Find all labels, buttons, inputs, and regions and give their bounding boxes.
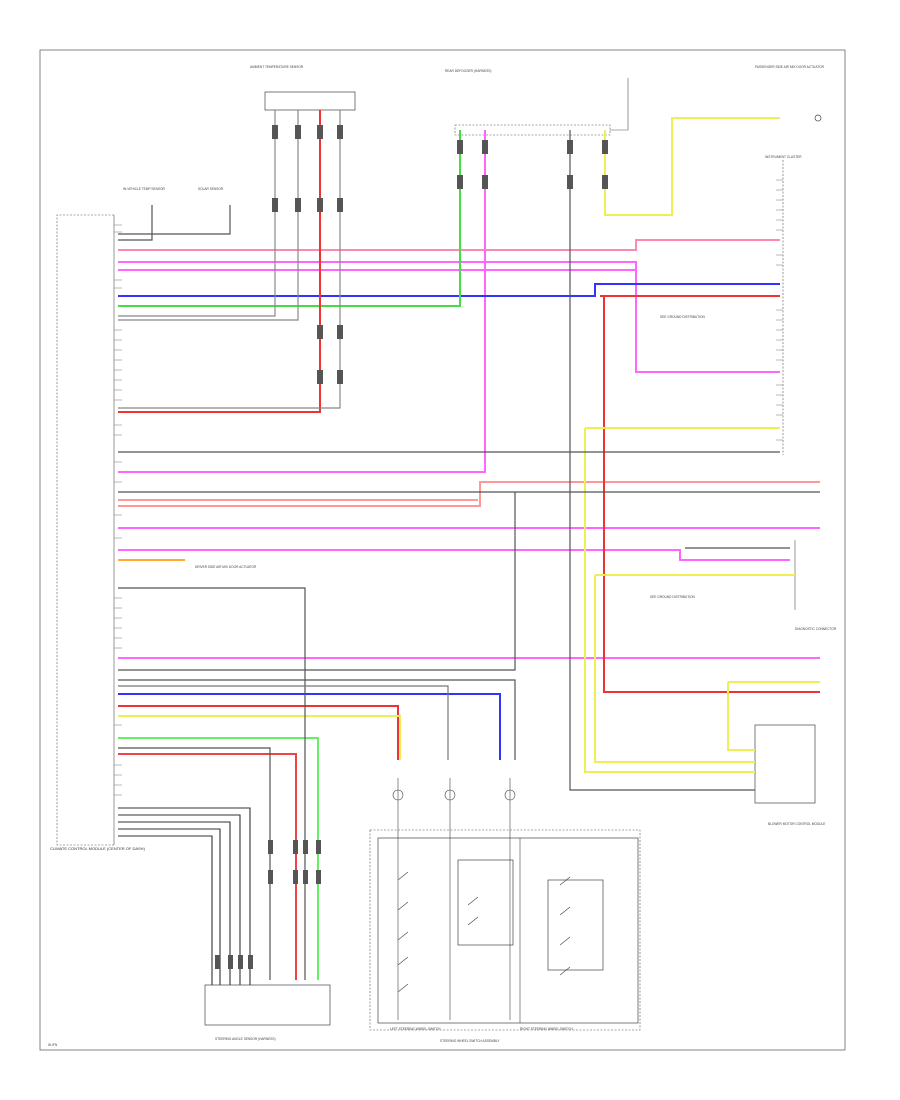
- sensor-1-label: IN-VEHICLE TEMP SENSOR: [123, 187, 166, 191]
- solar-sensor: SOLAR SENSOR: [198, 187, 224, 191]
- harness-note: DRIVER SIDE AIR MIX DOOR ACTUATOR: [195, 565, 257, 569]
- steering-switch-right-label: RIGHT STEERING WHEEL SWITCH: [520, 1027, 573, 1031]
- rear-harness: REAR DEFOGGER (HARNESS): [445, 69, 629, 136]
- rear-harness-label: REAR DEFOGGER (HARNESS): [445, 69, 491, 73]
- cluster-label: INSTRUMENT CLUSTER: [765, 155, 802, 159]
- ambient-sensor-label: AMBIENT TEMPERATURE SENSOR: [250, 65, 304, 69]
- terminal-pins: [114, 179, 783, 796]
- steering-assembly-label: STEERING WHEEL SWITCH ASSEMBLY: [440, 1039, 500, 1043]
- main-module: CLIMATE CONTROL MODULE (CENTER OF DASH): [50, 214, 146, 851]
- ground-note-1: SEE GROUND DISTRIBUTION: [660, 315, 706, 319]
- diagnostic-connector-label: DIAGNOSTIC CONNECTOR: [795, 627, 837, 631]
- wires: [118, 110, 820, 985]
- right-actuator: PASSENGER SIDE AIR MIX DOOR ACTUATOR: [755, 65, 825, 122]
- ambient-sensor: AMBIENT TEMPERATURE SENSOR: [250, 65, 356, 111]
- steering-ground-symbols: [392, 789, 516, 801]
- main-module-label: CLIMATE CONTROL MODULE (CENTER OF DASH): [50, 846, 146, 851]
- steering-switch-assembly: LEFT STEERING WHEEL SWITCH RIGHT STEERIN…: [369, 829, 641, 1043]
- bottom-harness: STEERING ANGLE SENSOR (HARNESS): [204, 984, 331, 1041]
- right-actuator-label: PASSENGER SIDE AIR MIX DOOR ACTUATOR: [755, 65, 825, 69]
- blower-module: BLOWER MOTOR CONTROL MODULE: [754, 724, 825, 826]
- sensor-2-label: SOLAR SENSOR: [198, 187, 224, 191]
- diagnostic-connector: DIAGNOSTIC CONNECTOR: [794, 540, 837, 631]
- instrument-cluster: INSTRUMENT CLUSTER: [765, 155, 802, 455]
- switch-contacts: [397, 778, 571, 1020]
- in-vehicle-sensor: IN-VEHICLE TEMP SENSOR: [123, 187, 166, 191]
- ground-note-2: SEE GROUND DISTRIBUTION: [650, 595, 696, 599]
- inline-connectors: [215, 125, 608, 969]
- bottom-harness-label: STEERING ANGLE SENSOR (HARNESS): [215, 1037, 276, 1041]
- steering-switch-left-label: LEFT STEERING WHEEL SWITCH: [390, 1027, 441, 1031]
- blower-module-label: BLOWER MOTOR CONTROL MODULE: [768, 822, 825, 826]
- diagram-frame: [39, 49, 846, 1051]
- ground-notes: SEE GROUND DISTRIBUTION SEE GROUND DISTR…: [195, 315, 706, 599]
- footer-code: W-IFN: [48, 1043, 58, 1047]
